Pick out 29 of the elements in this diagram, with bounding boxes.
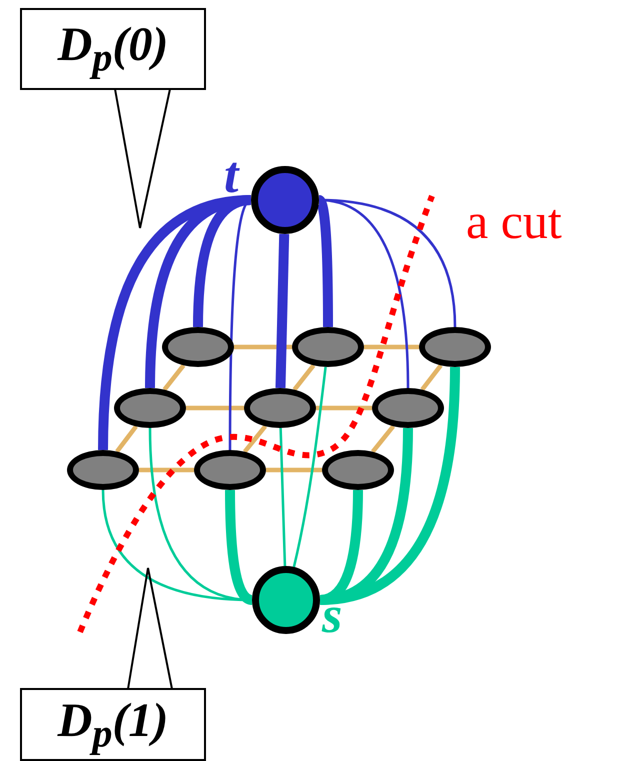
graph-edge [320,366,460,605]
callout-text: D$_{p}$(0) [58,17,168,81]
callout-box [20,8,206,90]
graph-edge [139,468,194,472]
grid-node-ellipse [162,327,234,367]
grid-node-ellipse [194,450,266,490]
graph-edge [234,344,292,350]
graph-edge [266,468,322,472]
graph-edge [316,196,333,328]
grid-node-ellipse [322,450,394,490]
graph-edge [292,366,327,568]
graph-edge [186,406,244,410]
graph-edge [316,406,372,410]
graph-edge [193,195,252,328]
graph-edge [364,344,419,350]
leader-line [114,88,171,229]
callout-text: D$_{p}$(1) [58,692,168,756]
cut-label: a cut [466,196,562,246]
leader-line [127,567,173,690]
graph-edge [225,490,254,605]
grid-node-ellipse [244,388,316,428]
graph-edge [275,234,290,388]
graph-edge [279,428,286,566]
callout-box [20,688,206,761]
graph-edge [420,364,443,391]
node-label: t [224,150,238,202]
grid-node-ellipse [372,388,444,428]
graph-edge [115,425,138,453]
node-label: s [322,590,342,642]
